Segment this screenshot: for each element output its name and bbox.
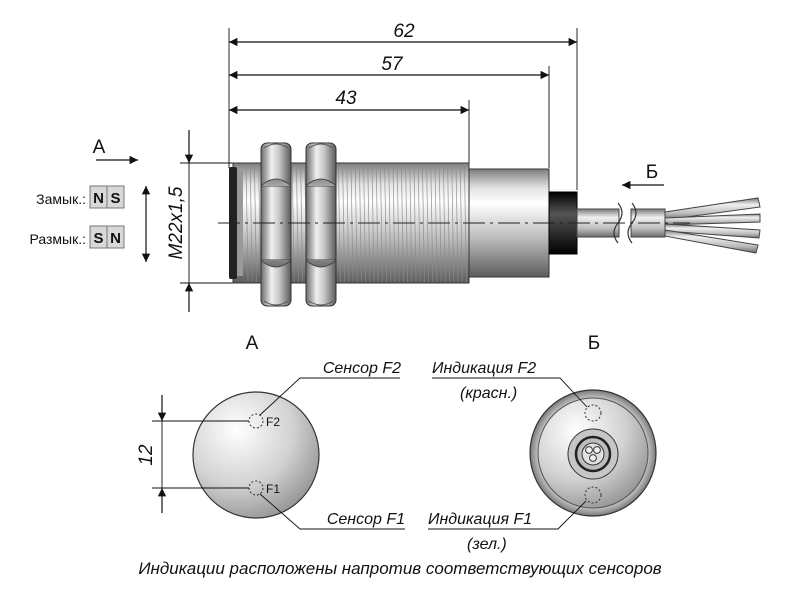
view-label-a-arrow: А bbox=[93, 137, 106, 158]
view-b-title: Б bbox=[588, 333, 600, 354]
thread-line bbox=[426, 163, 429, 283]
thread-line bbox=[417, 163, 421, 283]
dimension-62: 62 bbox=[393, 21, 415, 42]
label-indicator-f1: Индикация F1 bbox=[428, 511, 532, 528]
label-sensor-f1: Сенсор F1 bbox=[327, 511, 405, 528]
view-a-face bbox=[192, 391, 320, 519]
view-a-title: А bbox=[246, 333, 259, 354]
mode-closed-label: Замык.: bbox=[36, 191, 86, 207]
thread-line bbox=[249, 163, 253, 283]
sensor-f1-mark: F1 bbox=[266, 482, 280, 496]
thread-line bbox=[354, 163, 358, 283]
leader-sensor-f1 bbox=[259, 493, 405, 530]
thread-line bbox=[388, 163, 392, 283]
thread-line bbox=[451, 163, 455, 283]
mode-open-pole-right bbox=[106, 225, 125, 249]
thread-line bbox=[346, 163, 350, 283]
dimension-thread: M22x1,5 bbox=[166, 186, 187, 259]
label-indicator-f1-color: (зел.) bbox=[467, 536, 507, 553]
caption: Индикации расположены напротив соответст… bbox=[138, 559, 661, 578]
indicator-f2-marker bbox=[584, 404, 602, 422]
label-indicator-f2-color: (красн.) bbox=[460, 385, 517, 402]
mode-closed-right: S bbox=[110, 190, 120, 207]
leader-sensor-f2 bbox=[259, 377, 400, 416]
nut-2 bbox=[305, 142, 337, 307]
wire-3 bbox=[589, 454, 597, 462]
leader-indicator-f1 bbox=[428, 500, 587, 530]
thread-line bbox=[380, 163, 383, 283]
label-sensor-f2: Сенсор F2 bbox=[323, 360, 401, 377]
thread-line bbox=[459, 163, 463, 283]
mode-open-left: S bbox=[93, 230, 103, 247]
cable bbox=[576, 197, 761, 254]
wire-2 bbox=[593, 446, 601, 454]
dimension-57: 57 bbox=[381, 54, 404, 75]
thread-line bbox=[422, 163, 425, 283]
mode-closed-pole-right bbox=[106, 185, 125, 209]
indicator-f1-marker bbox=[584, 486, 602, 504]
nut-1 bbox=[260, 142, 292, 307]
dimension-43: 43 bbox=[335, 88, 357, 109]
mode-open-label: Размык.: bbox=[29, 231, 86, 247]
dimension-12: 12 bbox=[136, 444, 157, 466]
mode-open-right: N bbox=[110, 230, 121, 247]
mode-closed-left: N bbox=[93, 190, 104, 207]
sensor-f2-mark: F2 bbox=[266, 415, 280, 429]
label-indicator-f2: Индикация F2 bbox=[432, 360, 536, 377]
leader-indicator-f2 bbox=[432, 377, 588, 408]
view-label-b-arrow: Б bbox=[646, 162, 658, 183]
wire-1 bbox=[585, 446, 593, 454]
